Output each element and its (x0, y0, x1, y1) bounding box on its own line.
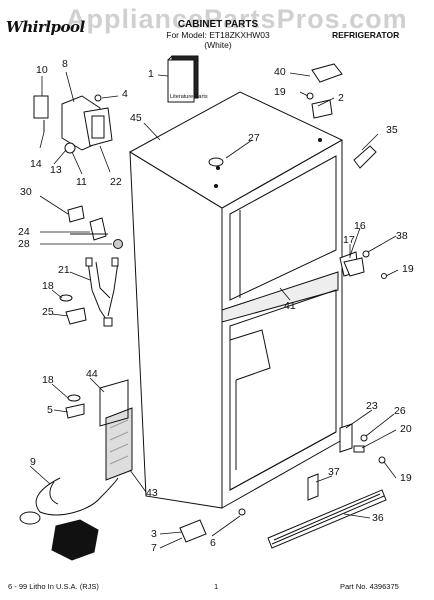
callout-30: 30 (20, 186, 32, 198)
footer-page-number: 1 (214, 582, 219, 591)
page-title: CABINET PARTS (177, 19, 259, 30)
callout-3: 3 (151, 528, 157, 540)
toe-grille (267, 473, 387, 549)
leveling-parts (179, 508, 246, 543)
callout-45: 45 (130, 112, 142, 124)
literature-booklet (167, 55, 199, 103)
cabinet-plug (208, 157, 224, 167)
callout-37: 37 (328, 466, 340, 478)
door-stop (353, 145, 377, 169)
insulation-panel (105, 407, 133, 481)
callout-18-upper: 18 (42, 280, 54, 292)
header-title-block: CABINET PARTS For Model: ET18ZKXHW03 (Wh… (148, 19, 288, 51)
center-hinge (339, 250, 387, 279)
model-line: For Model: ET18ZKXHW03 (166, 30, 270, 40)
category-label: REFRIGERATOR (332, 30, 400, 40)
callout-11: 11 (76, 176, 87, 188)
callout-1: 1 (148, 68, 154, 80)
whirlpool-logo: Whirlpool (6, 18, 85, 36)
callout-8: 8 (62, 58, 68, 70)
watermark: AppliancePartsPros.com (66, 4, 408, 34)
callout-4: 4 (122, 88, 128, 100)
callout-18-lower: 18 (42, 374, 54, 386)
callout-36: 36 (372, 512, 384, 524)
callout-28: 28 (18, 238, 30, 250)
color-line: (White) (204, 40, 232, 50)
callout-19-bottom: 19 (400, 472, 412, 484)
callout-17: 17 (343, 234, 355, 246)
callout-19-top: 19 (274, 86, 286, 98)
callout-19-middle: 19 (402, 263, 414, 275)
control-housing (33, 94, 113, 154)
footer-litho: 6 - 99 Litho In U.S.A. (RJS) (8, 582, 99, 591)
rj-seal (51, 519, 99, 561)
callout-9: 9 (30, 456, 36, 468)
callout-21: 21 (58, 264, 70, 276)
wire-harness (85, 257, 119, 327)
thermostat-parts (67, 205, 123, 249)
callout-22: 22 (110, 176, 122, 188)
callout-14: 14 (30, 158, 42, 170)
callout-23: 23 (366, 400, 378, 412)
callout-25: 25 (42, 306, 54, 318)
literature-label: Literature Parts (170, 94, 208, 100)
leader-lines (29, 71, 399, 549)
callout-24: 24 (18, 226, 30, 238)
callout-26: 26 (394, 405, 406, 417)
callout-5: 5 (47, 404, 53, 416)
callout-35: 35 (386, 124, 398, 136)
callout-16: 16 (354, 220, 366, 232)
footer-part-number: Part No. 4396375 (340, 582, 399, 591)
callout-13: 13 (50, 164, 62, 176)
light-sockets (59, 294, 87, 419)
mounting-plate (99, 379, 129, 427)
bottom-hinge (339, 423, 386, 464)
callout-38: 38 (396, 230, 408, 242)
top-hinge (306, 63, 343, 119)
callout-41: 41 (284, 300, 296, 312)
callout-7: 7 (151, 542, 157, 554)
callout-40: 40 (274, 66, 286, 78)
callout-20: 20 (400, 423, 412, 435)
callout-44: 44 (86, 368, 98, 380)
callout-27: 27 (248, 132, 260, 144)
callout-10: 10 (36, 64, 48, 76)
callout-6: 6 (210, 537, 216, 549)
power-cord (19, 477, 119, 525)
callout-43: 43 (146, 487, 158, 499)
cabinet (128, 91, 344, 509)
callout-2: 2 (338, 92, 344, 104)
